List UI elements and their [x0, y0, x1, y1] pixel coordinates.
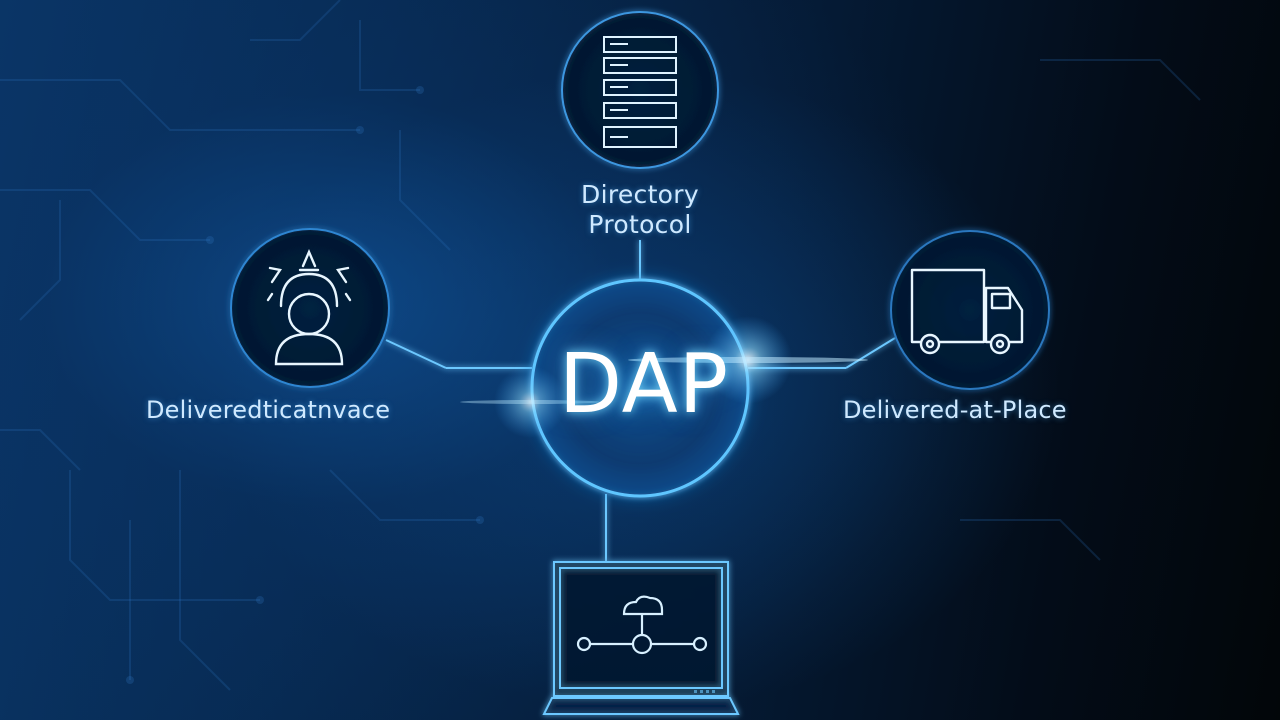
top-node-label: Directory Protocol — [540, 180, 740, 240]
network-tree-icon — [576, 595, 708, 655]
right-node-label: Delivered-at-Place — [843, 396, 1067, 424]
center-label: DAP — [558, 337, 730, 432]
person-signal-icon — [266, 248, 352, 366]
top-node-label-line2: Protocol — [588, 210, 692, 239]
node-left — [230, 228, 390, 388]
lens-flare-left — [494, 366, 566, 438]
node-bottom — [542, 561, 740, 715]
left-node-label: Delivered͏tica͏tnvace — [146, 396, 391, 424]
node-top — [561, 11, 719, 169]
delivery-truck-icon — [910, 268, 1024, 355]
circuit-traces — [0, 0, 1201, 691]
connector-left — [385, 339, 447, 369]
laptop-bottom-dots — [694, 690, 715, 693]
connector-right-d — [845, 337, 896, 369]
center-hub — [460, 276, 868, 500]
circuit-nodes — [126, 86, 484, 684]
server-rack-icon — [603, 36, 677, 148]
node-right — [890, 230, 1050, 390]
top-node-label-line1: Directory — [581, 180, 699, 209]
